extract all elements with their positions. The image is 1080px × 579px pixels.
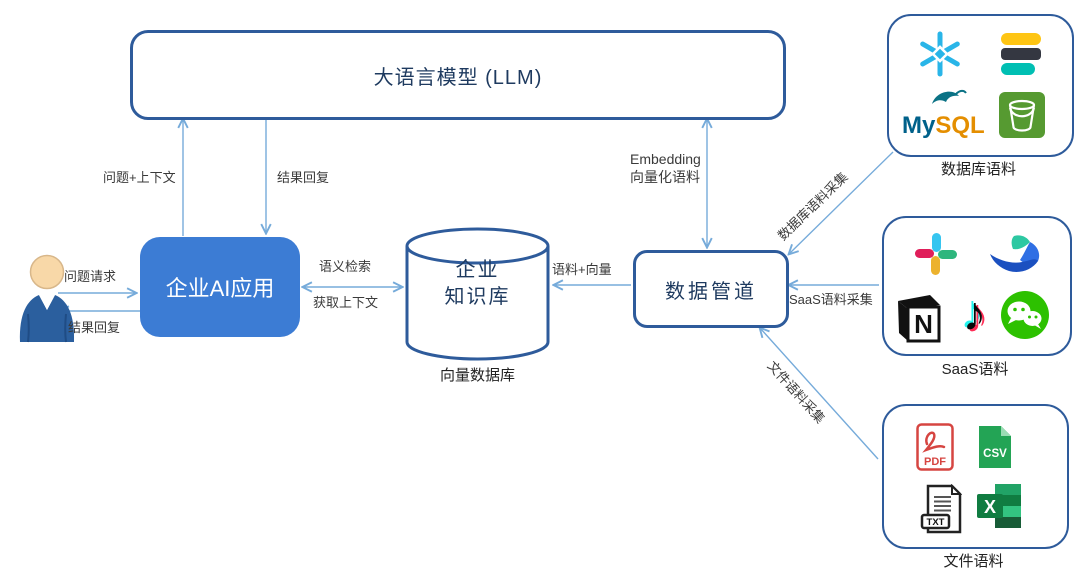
svg-text:MySQL: MySQL [902,112,985,139]
data-pipeline-label: 数据管道 [665,280,757,303]
csv-file-icon: CSV [979,426,1011,468]
embedding-line1: Embedding [630,151,701,167]
excel-icon: X [977,484,1021,528]
llm-box: 大语言模型 (LLM) [130,30,786,120]
database-corpus-caption: 数据库语料 [940,161,1016,178]
embedding-label: Embedding 向量化语料 [630,151,701,186]
svg-text:♪: ♪ [960,286,984,339]
data-pipeline-box: 数据管道 [633,250,789,328]
snowflake-icon [920,31,960,77]
enterprise-ai-app-box: 企业AI应用 [140,237,300,337]
embedding-line2: 向量化语料 [630,168,700,185]
excel-letter: X [984,497,996,517]
txt-label: TXT [927,517,945,528]
s3-bucket-icon [999,92,1045,138]
database-corpus-box [887,14,1074,157]
pdf-label: PDF [924,456,946,468]
enterprise-ai-app-label: 企业AI应用 [165,276,275,301]
mysql-my-text: My [902,112,936,139]
knowledge-base-line1: 企业 [455,259,500,281]
txt-file-icon: TXT [920,484,962,534]
semantic-search-label: 语义检索 [319,259,372,274]
arrow-file-to-pipeline [760,328,879,460]
user-reply-label: 结果回复 [68,320,121,335]
svg-text:♪: ♪ [963,288,987,341]
notion-letter: N [914,309,933,339]
lark-feishu-icon [990,235,1040,272]
saas-collect-label: SaaS语料采集 [789,292,873,307]
get-context-label: 获取上下文 [313,295,379,310]
slack-icon [915,233,957,275]
notion-icon: N [898,295,941,343]
tiktok-icon: ♪ ♪ ♪ [960,286,989,342]
file-corpus-caption: 文件语料 [943,553,1004,570]
user-request-label: 问题请求 [64,269,117,284]
mysql-icon: MySQL [902,89,985,139]
corpus-vector-label: 语料+向量 [552,262,612,277]
vector-db-caption: 向量数据库 [439,367,515,384]
question-context-label: 问题+上下文 [103,170,176,185]
saas-corpus-caption: SaaS语料 [941,361,1009,378]
svg-text:♪: ♪ [965,290,989,342]
wechat-icon [1001,291,1049,339]
knowledge-base-cylinder [405,227,550,361]
file-corpus-box [882,404,1069,549]
arrow-db-to-pipeline [789,151,894,254]
user-person-icon [19,254,75,343]
pdf-file-icon: PDF [916,423,954,471]
elasticsearch-icon [1001,33,1041,75]
knowledge-base-title: 企业 知识库 [405,257,550,311]
result-reply-label: 结果回复 [277,170,330,185]
csv-label: CSV [983,448,1007,460]
mysql-sql-text: SQL [935,112,984,139]
llm-label: 大语言模型 (LLM) [373,66,543,89]
knowledge-base-line2: 知识库 [444,286,511,308]
